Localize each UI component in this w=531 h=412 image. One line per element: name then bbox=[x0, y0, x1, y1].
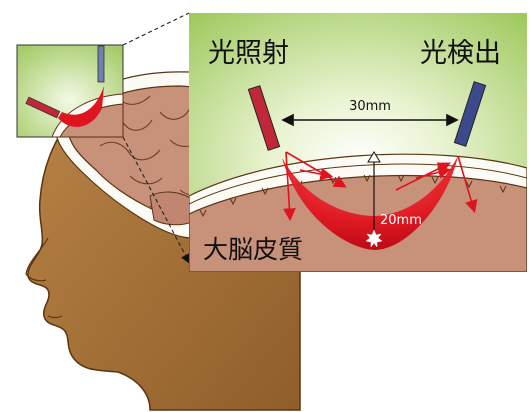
separation-label: 30mm bbox=[349, 99, 391, 114]
probe-inset bbox=[17, 45, 123, 137]
cortex-label: 大脳皮質 bbox=[203, 235, 303, 264]
depth-label: 20mm bbox=[380, 213, 422, 228]
emitter-label: 光照射 bbox=[208, 38, 289, 69]
inset-detector-probe bbox=[98, 46, 104, 82]
detector-label: 光検出 bbox=[420, 38, 501, 69]
